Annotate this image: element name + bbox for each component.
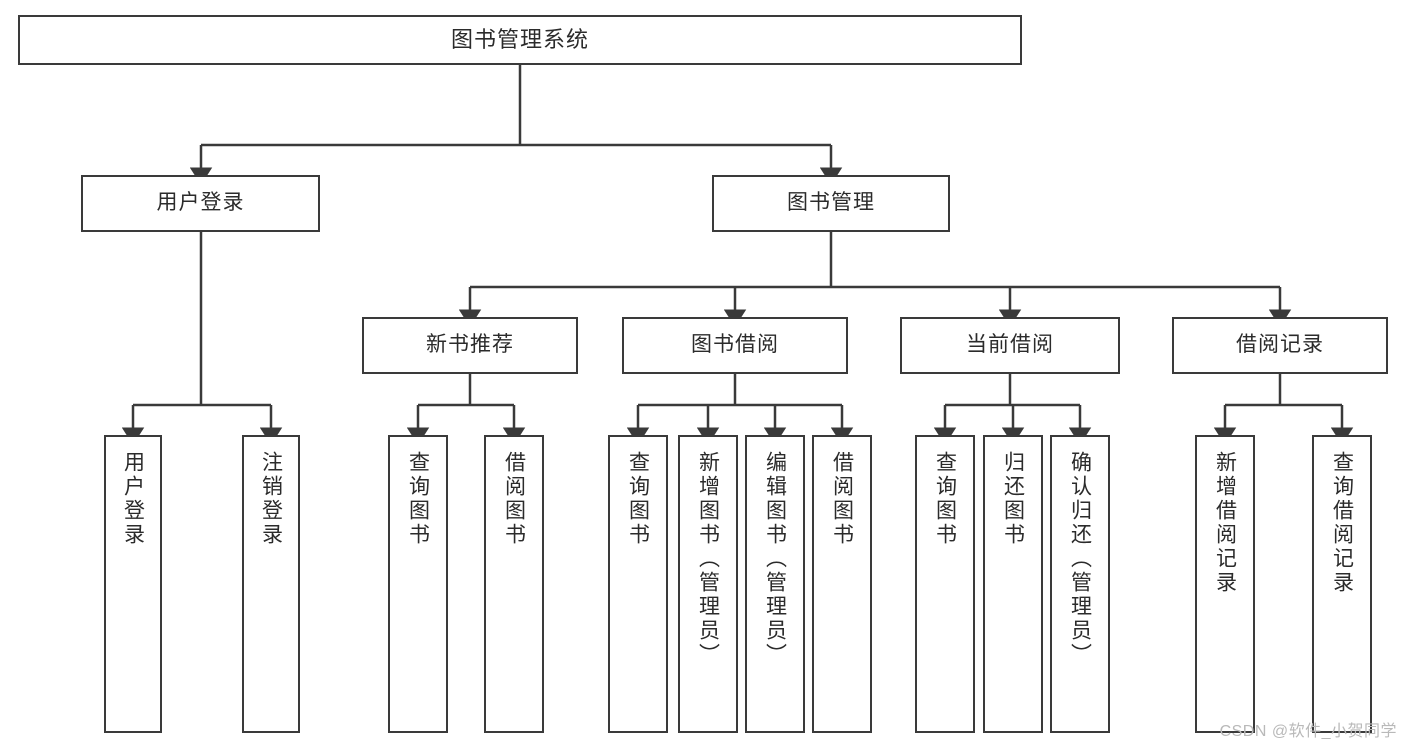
- node-leaf-add-record[interactable]: 新增借阅记录: [1195, 435, 1255, 733]
- node-login[interactable]: 用户登录: [81, 175, 320, 232]
- node-label-borrow: 图书借阅: [691, 333, 779, 357]
- node-leaf-add-book[interactable]: 新增图书（管理员）: [678, 435, 738, 733]
- node-leaf-confirm-return[interactable]: 确认归还（管理员）: [1050, 435, 1110, 733]
- node-root[interactable]: 图书管理系统: [18, 15, 1022, 65]
- node-label-bookmgmt: 图书管理: [787, 191, 875, 215]
- node-leaf-return-book[interactable]: 归还图书: [983, 435, 1043, 733]
- node-leaf-user-login[interactable]: 用户登录: [104, 435, 162, 733]
- node-label-leaf-add-book: 新增图书（管理员）: [696, 451, 720, 667]
- node-label-records: 借阅记录: [1236, 333, 1324, 357]
- node-label-leaf-add-record: 新增借阅记录: [1213, 451, 1237, 595]
- node-label-leaf-edit-book: 编辑图书（管理员）: [763, 451, 787, 667]
- node-borrow[interactable]: 图书借阅: [622, 317, 848, 374]
- node-leaf-logout[interactable]: 注销登录: [242, 435, 300, 733]
- node-label-leaf-query-record: 查询借阅记录: [1330, 451, 1354, 595]
- node-label-leaf-borrow-book-1: 借阅图书: [502, 451, 526, 547]
- node-label-leaf-user-login: 用户登录: [121, 451, 145, 547]
- node-records[interactable]: 借阅记录: [1172, 317, 1388, 374]
- node-label-newbook: 新书推荐: [426, 333, 514, 357]
- node-label-leaf-query-book-2: 查询图书: [626, 451, 650, 547]
- node-label-login: 用户登录: [156, 191, 245, 215]
- node-leaf-query-book-1[interactable]: 查询图书: [388, 435, 448, 733]
- node-label-root: 图书管理系统: [450, 27, 589, 53]
- node-label-leaf-borrow-book-2: 借阅图书: [830, 451, 854, 547]
- node-bookmgmt[interactable]: 图书管理: [712, 175, 950, 232]
- node-label-leaf-return-book: 归还图书: [1001, 451, 1025, 547]
- watermark-text: CSDN @软件_小贺同学: [1219, 723, 1397, 740]
- connector-lines: [121, 65, 1354, 445]
- node-leaf-edit-book[interactable]: 编辑图书（管理员）: [745, 435, 805, 733]
- node-label-leaf-logout: 注销登录: [259, 451, 283, 547]
- node-label-leaf-confirm-return: 确认归还（管理员）: [1068, 451, 1092, 667]
- node-leaf-query-book-2[interactable]: 查询图书: [608, 435, 668, 733]
- node-newbook[interactable]: 新书推荐: [362, 317, 578, 374]
- node-leaf-borrow-book-2[interactable]: 借阅图书: [812, 435, 872, 733]
- node-label-leaf-query-book-1: 查询图书: [406, 451, 430, 547]
- node-leaf-borrow-book-1[interactable]: 借阅图书: [484, 435, 544, 733]
- node-leaf-query-record[interactable]: 查询借阅记录: [1312, 435, 1372, 733]
- node-current[interactable]: 当前借阅: [900, 317, 1120, 374]
- node-label-leaf-query-book-3: 查询图书: [933, 451, 957, 547]
- node-label-current: 当前借阅: [966, 333, 1054, 357]
- node-leaf-query-book-3[interactable]: 查询图书: [915, 435, 975, 733]
